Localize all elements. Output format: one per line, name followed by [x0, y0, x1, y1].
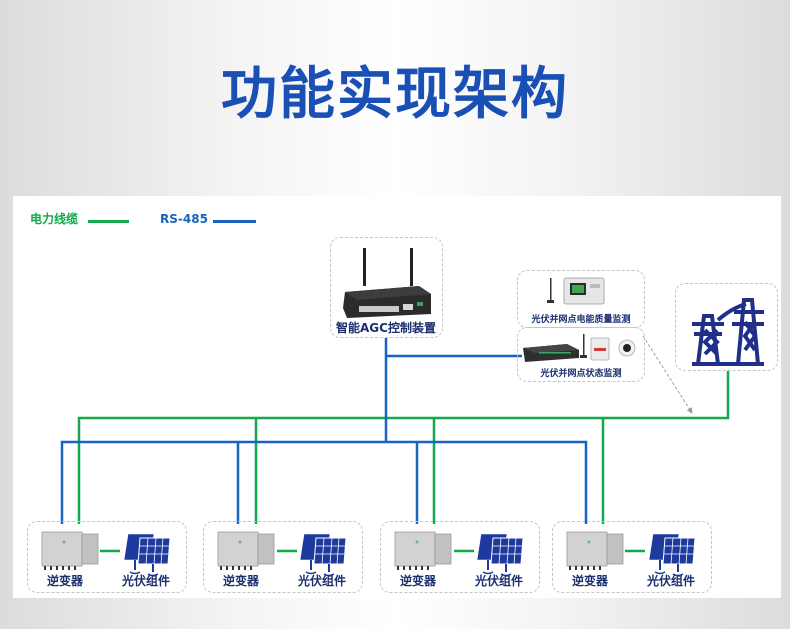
power-quality-monitor-box[interactable]: 光伏并网点电能质量监测 — [517, 270, 645, 328]
inverter-pv-unit[interactable]: 逆变器 光伏组件 — [203, 521, 363, 593]
status-monitor-devices-icon — [523, 334, 636, 362]
solar-panel-icon — [476, 533, 524, 576]
transmission-tower-icon — [692, 298, 764, 366]
solar-panel-icon — [648, 533, 696, 576]
legend-power-cable-label: 电力线缆 — [30, 212, 79, 226]
power-quality-monitor-label: 光伏并网点电能质量监测 — [531, 315, 631, 325]
page-title: 功能实现架构 — [221, 62, 569, 127]
legend-power-cable-line — [88, 220, 129, 223]
agc-device-box[interactable]: 智能AGC控制装置 — [330, 237, 443, 338]
rs485-bus-main — [60, 440, 588, 524]
agc-device-label: 智能AGC控制装置 — [336, 321, 436, 335]
industrial-pc-icon — [343, 248, 431, 318]
monitor-to-grid-arrow — [642, 335, 693, 414]
power-cable-lines — [77, 371, 730, 553]
inverter-pv-unit[interactable]: 逆变器 光伏组件 — [380, 521, 540, 593]
pv-module-label: 光伏组件 — [474, 574, 523, 588]
solar-panel-icon — [123, 533, 171, 576]
inverter-label: 逆变器 — [46, 574, 83, 588]
inverter-icon — [566, 531, 624, 570]
inverter-icon — [394, 531, 452, 570]
solar-panel-icon — [299, 533, 347, 576]
inverter-pv-unit[interactable]: 逆变器 光伏组件 — [27, 521, 187, 593]
inverter-icon — [41, 531, 99, 570]
diagram-panel — [13, 196, 781, 598]
rs485-lines — [60, 338, 588, 524]
pv-module-label: 光伏组件 — [297, 574, 346, 588]
pv-module-label: 光伏组件 — [121, 574, 170, 588]
inverter-label: 逆变器 — [571, 574, 608, 588]
power-bus-main — [77, 371, 730, 524]
inverter-pv-unit[interactable]: 逆变器 光伏组件 — [552, 521, 712, 593]
power-quality-meter-icon — [547, 277, 605, 305]
pv-module-label: 光伏组件 — [646, 574, 695, 588]
inverter-label: 逆变器 — [222, 574, 259, 588]
inverter-icon — [217, 531, 275, 570]
legend-rs485-label: RS-485 — [160, 212, 208, 226]
status-monitor-label: 光伏并网点状态监测 — [540, 369, 622, 379]
status-monitor-box[interactable]: 光伏并网点状态监测 — [517, 327, 645, 382]
legend-rs485-line — [213, 220, 256, 223]
power-grid-box[interactable] — [675, 283, 778, 371]
inverter-label: 逆变器 — [399, 574, 436, 588]
